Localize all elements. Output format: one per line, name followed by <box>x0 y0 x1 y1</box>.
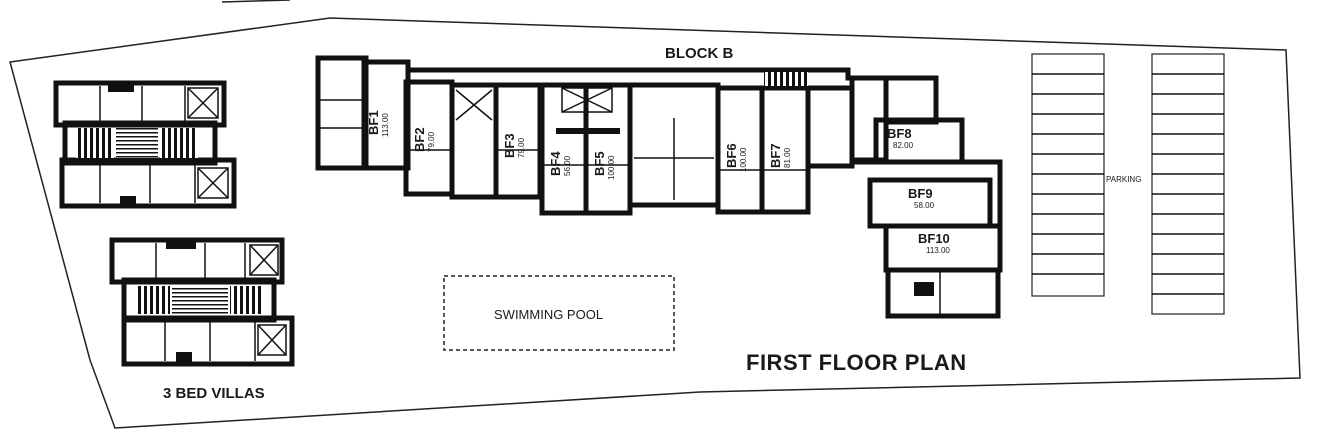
svg-text:BF1: BF1 <box>366 110 381 135</box>
parking-left-row <box>1031 53 1105 297</box>
unit-bf2: BF2 79.00 <box>412 127 436 152</box>
svg-text:BF2: BF2 <box>412 127 427 152</box>
unit-bf8: BF8 82.00 <box>887 126 914 150</box>
svg-text:BF7: BF7 <box>768 143 783 168</box>
svg-text:113.00: 113.00 <box>381 113 390 137</box>
unit-bf3: BF3 79.00 <box>502 133 526 158</box>
first-floor-plan-title: FIRST FLOOR PLAN <box>746 350 967 375</box>
block-b-building <box>315 55 1003 319</box>
svg-text:100.00: 100.00 <box>607 155 616 180</box>
site-boundary <box>9 17 1301 429</box>
unit-bf1: BF1 113.00 <box>366 110 390 137</box>
svg-text:82.00: 82.00 <box>893 141 914 150</box>
svg-text:BF10: BF10 <box>918 231 950 246</box>
parking-right-row <box>1151 53 1225 315</box>
svg-text:BF8: BF8 <box>887 126 912 141</box>
svg-text:BF5: BF5 <box>592 151 607 176</box>
svg-text:79.00: 79.00 <box>427 131 436 152</box>
svg-text:58.00: 58.00 <box>914 201 935 210</box>
villa-upper <box>53 80 237 209</box>
svg-text:79.00: 79.00 <box>517 137 526 158</box>
villa-lower <box>109 237 295 367</box>
unit-bf10: BF10 113.00 <box>918 231 950 255</box>
block-b-label: BLOCK B <box>665 45 733 62</box>
swimming-pool-outline <box>443 275 675 351</box>
parking-label: PARKING <box>1106 175 1141 184</box>
unit-bf7: BF7 81.00 <box>768 143 792 168</box>
unit-bf5: BF5 100.00 <box>592 151 616 180</box>
svg-text:BF9: BF9 <box>908 186 933 201</box>
villas-label: 3 BED VILLAS <box>163 385 265 402</box>
svg-text:100.00: 100.00 <box>739 147 748 172</box>
svg-text:BF4: BF4 <box>548 151 563 176</box>
svg-text:56.00: 56.00 <box>563 155 572 176</box>
svg-text:BF6: BF6 <box>724 143 739 168</box>
unit-bf4: BF4 56.00 <box>548 151 572 176</box>
svg-text:113.00: 113.00 <box>926 246 950 255</box>
swimming-pool-label: SWIMMING POOL <box>494 307 603 322</box>
unit-bf9: BF9 58.00 <box>908 186 935 210</box>
svg-text:81.00: 81.00 <box>783 147 792 168</box>
svg-text:BF3: BF3 <box>502 133 517 158</box>
unit-bf6: BF6 100.00 <box>724 143 748 172</box>
